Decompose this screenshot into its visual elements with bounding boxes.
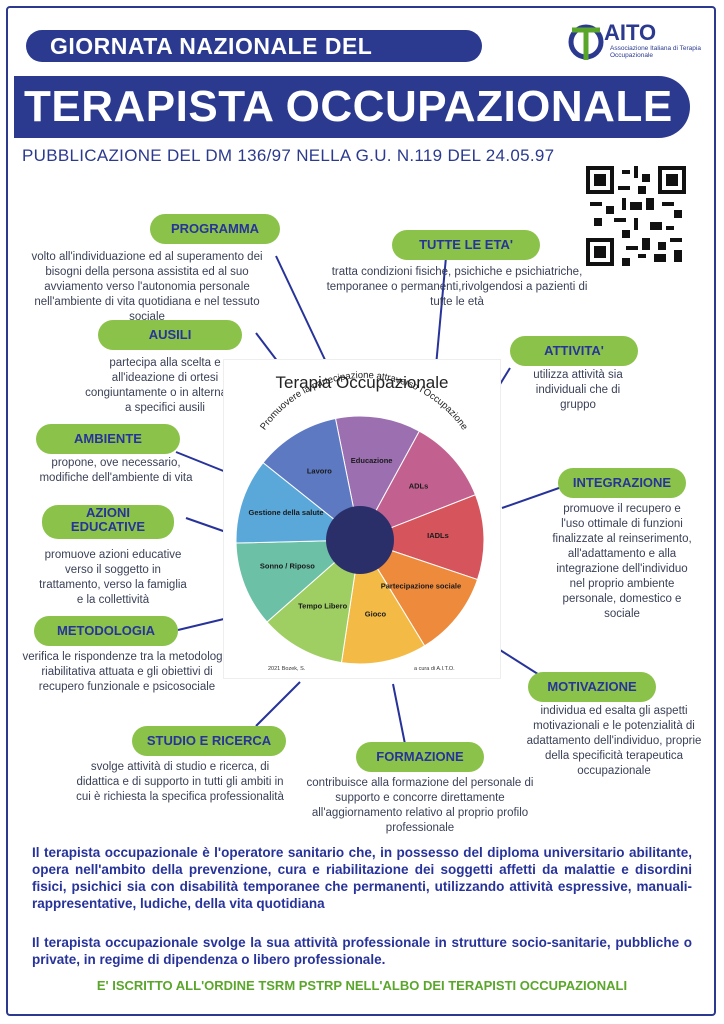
- footer-note: E' ISCRITTO ALL'ORDINE TSRM PSTRP NELL'A…: [96, 978, 628, 993]
- text-ausili: partecipa alla scelta e all'ideazione di…: [85, 357, 245, 414]
- occupation-wheel-card: Terapia Occupazionale Promuovere la part…: [224, 360, 500, 678]
- tag-tutte-le-eta: TUTTE LE ETA': [392, 230, 540, 260]
- wheel-label-1: ADLs: [409, 481, 429, 490]
- wheel-segment-3: [358, 539, 479, 647]
- wheel-label-3: Partecipazione sociale: [381, 582, 461, 591]
- tag-azioni-line1: AZIONI: [85, 505, 131, 520]
- tag-motivazione: MOTIVAZIONE: [528, 672, 656, 702]
- tag-formazione: FORMAZIONE: [356, 742, 484, 772]
- workplace-paragraph: Il terapista occupazionale svolge la sua…: [32, 935, 692, 967]
- wheel-segment-5: [266, 538, 361, 664]
- text-motivazione: individua ed esalta gli aspetti motivazi…: [526, 705, 702, 777]
- text-programma: volto all'individuazione ed al superamen…: [31, 251, 263, 323]
- wheel-segment-8: [262, 417, 361, 542]
- wheel-label-6: Sonno / Riposo: [260, 561, 315, 570]
- header-subtitle: PUBBLICAZIONE DEL DM 136/97 NELLA G.U. N…: [22, 146, 555, 165]
- tag-studio-ricerca: STUDIO E RICERCA: [132, 726, 286, 756]
- text-integrazione: promuove il recupero e l'uso ottimale di…: [552, 503, 692, 620]
- wheel-label-8: Lavoro: [307, 466, 332, 475]
- wheel-segment-2: [358, 494, 485, 581]
- definition-paragraph: Il terapista occupazionale è l'operatore…: [32, 845, 692, 911]
- occupation-wheel: Terapia Occupazionale Promuovere la part…: [235, 370, 485, 672]
- tag-integrazione: INTEGRAZIONE: [558, 468, 686, 498]
- wheel-segment-7: [235, 461, 362, 544]
- wheel-title: Terapia Occupazionale: [276, 373, 449, 392]
- tag-ausili: AUSILI: [98, 320, 242, 350]
- text-tutte-le-eta: tratta condizioni fisiche, psichiche e p…: [326, 266, 588, 308]
- text-studio-ricerca: svolge attività di studio e ricerca, di …: [76, 761, 284, 803]
- aito-logo-icon: [568, 24, 604, 60]
- wheel-label-5: Tempo Libero: [298, 601, 347, 610]
- text-formazione: contribuisce alla formazione del persona…: [306, 777, 534, 834]
- wheel-credit-left: 2021 Bozek, S.: [268, 666, 306, 672]
- wheel-label-7: Gestione della salute: [249, 508, 324, 517]
- wheel-label-0: Educazione: [351, 456, 393, 465]
- logo-full-name: Associazione Italiana di Terapia Occupaz…: [610, 45, 701, 59]
- tag-ambiente: AMBIENTE: [36, 424, 180, 454]
- wheel-center: [326, 506, 394, 574]
- page-border: [6, 6, 716, 1016]
- header-title: TERAPISTA OCCUPAZIONALE: [14, 76, 690, 138]
- wheel-credit-right: a cura di A.I.T.O.: [414, 666, 455, 672]
- wheel-segments: [235, 415, 485, 665]
- tag-azioni-educative: AZIONI EDUCATIVE: [42, 505, 174, 539]
- wheel-segment-6: [235, 539, 362, 623]
- tag-metodologia: METODOLOGIA: [34, 616, 178, 646]
- aito-logo: AITO Associazione Italiana di Terapia Oc…: [566, 20, 712, 64]
- tag-azioni-line2: EDUCATIVE: [70, 519, 146, 534]
- text-attivita: utilizza attività sia individuali che di…: [533, 369, 623, 411]
- tag-attivita: ATTIVITA': [510, 336, 638, 366]
- tag-programma: PROGRAMMA: [150, 214, 280, 244]
- wheel-label-2: IADLs: [427, 531, 449, 540]
- wheel-segment-1: [358, 430, 477, 541]
- wheel-label-4: Gioco: [365, 609, 387, 618]
- text-azioni-educative: promuove azioni educative verso il sogge…: [39, 549, 187, 606]
- text-metodologia: verifica le rispondenze tra la metodolog…: [22, 651, 232, 693]
- logo-name: AITO: [604, 20, 657, 45]
- qr-code-icon[interactable]: [586, 166, 686, 266]
- text-ambiente: propone, ove necessario, modifiche dell'…: [39, 457, 193, 484]
- header-line1: GIORNATA NAZIONALE DEL: [26, 30, 482, 62]
